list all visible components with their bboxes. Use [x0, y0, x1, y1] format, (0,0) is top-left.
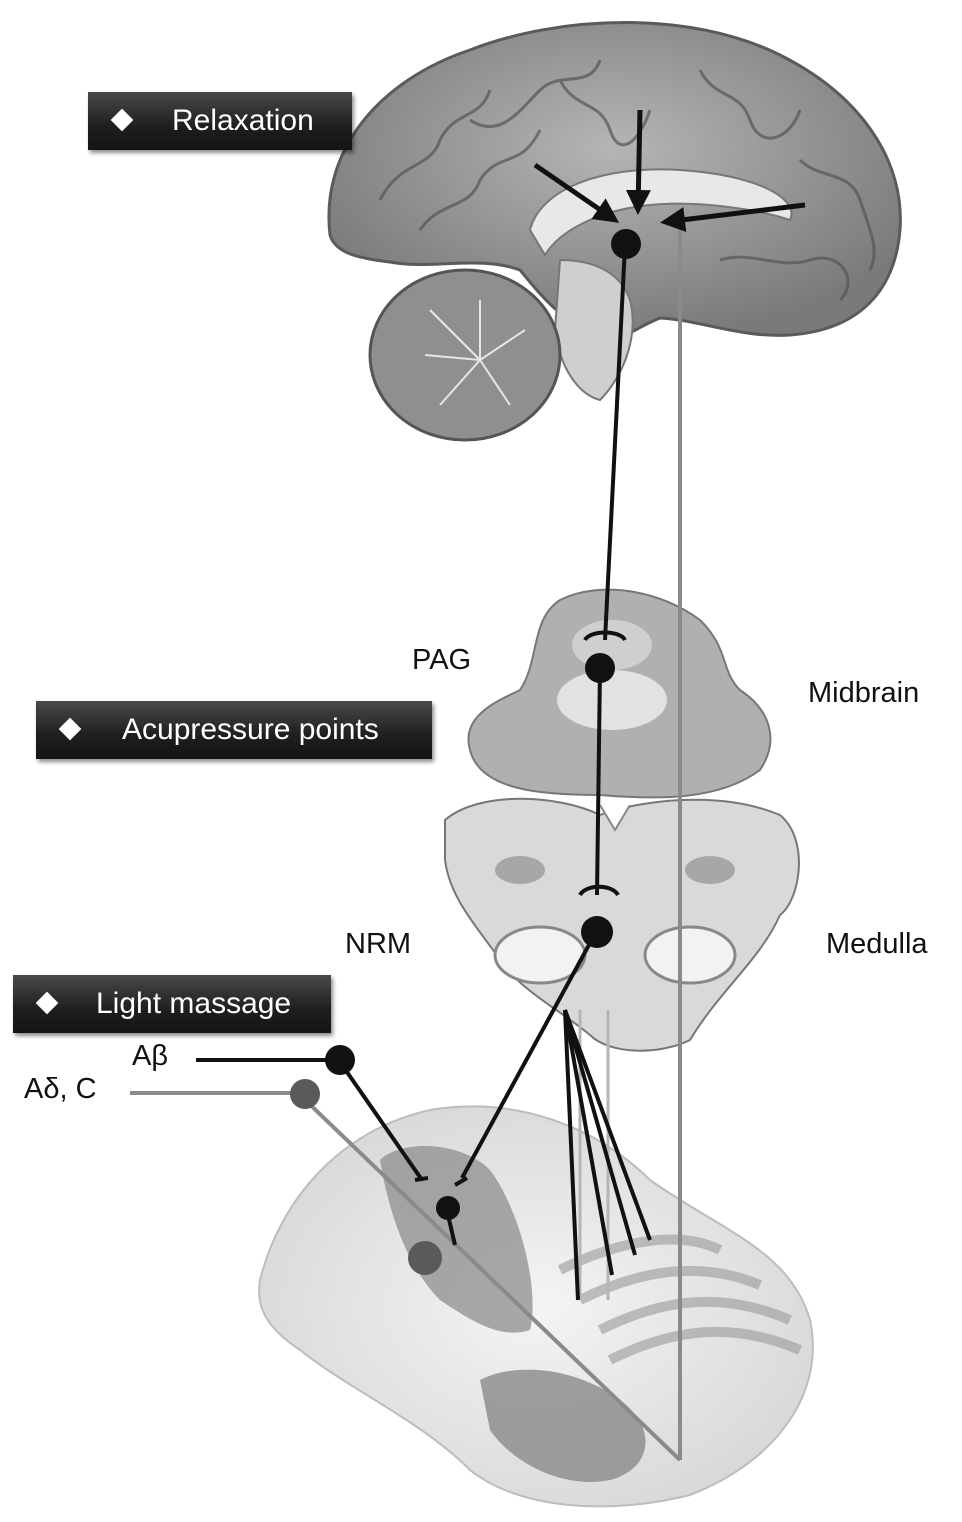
midbrain-section-illustration	[467, 588, 772, 799]
descending-fiber-middle	[595, 667, 602, 896]
arrow-from-cortex-back	[660, 202, 806, 232]
cerebellum-shape	[368, 268, 562, 442]
grey-matter	[480, 1369, 646, 1482]
acupressure-label: Acupressure points	[122, 713, 379, 746]
pag-synapse	[583, 630, 627, 642]
abeta-label: Aβ	[132, 1040, 169, 1072]
light-massage-label: Light massage	[96, 987, 292, 1020]
midbrain-label: Midbrain	[808, 677, 920, 709]
brainstem-shape	[553, 258, 634, 402]
descending-fiber-upper	[603, 245, 627, 641]
medulla-label: Medulla	[826, 928, 928, 960]
diamond-bullet-icon	[58, 717, 82, 741]
adelta-c-neuron-node	[290, 1079, 320, 1109]
dorsal-horn-interneuron-node	[436, 1196, 460, 1220]
relaxation-label: Relaxation	[172, 104, 314, 137]
relaxation-badge: Relaxation	[88, 92, 352, 150]
hypothalamus-neuron-node	[611, 229, 641, 259]
medulla-section-illustration	[444, 797, 800, 1052]
cerebellum-arbor	[424, 300, 526, 406]
nrm-to-dorsal-horn-fiber	[460, 931, 598, 1179]
acupressure-badge: Acupressure points	[36, 701, 432, 759]
dorsal-horn-projection-neuron-node	[408, 1241, 442, 1275]
arrow-from-cortex-top	[625, 109, 651, 215]
abeta-neuron-node	[325, 1045, 355, 1075]
spinal-cord-illustration	[258, 1105, 814, 1508]
olivary-nuclei	[493, 925, 737, 985]
light-massage-badge: Light massage	[13, 975, 331, 1033]
adelta-c-label: Aδ, C	[24, 1073, 97, 1105]
dorsal-horn	[380, 1146, 533, 1333]
diamond-bullet-icon	[110, 108, 134, 132]
spinal-segment-bands	[557, 1234, 802, 1365]
midbrain-nucleus	[557, 670, 667, 730]
abeta-fiber	[338, 1060, 424, 1182]
pag-neuron-node	[585, 653, 615, 683]
pathway-lines	[130, 109, 806, 1462]
pag-label: PAG	[412, 644, 472, 676]
nrm-synapse	[578, 884, 620, 897]
grey-adelta-c-fiber	[298, 1093, 682, 1462]
medulla-grey-patches	[495, 856, 735, 884]
arrow-from-cortex-front	[533, 162, 620, 223]
nrm-label: NRM	[345, 928, 412, 960]
brain-sagittal-illustration	[327, 21, 902, 442]
diamond-bullet-icon	[35, 991, 59, 1015]
nrm-neuron-node	[581, 916, 613, 948]
